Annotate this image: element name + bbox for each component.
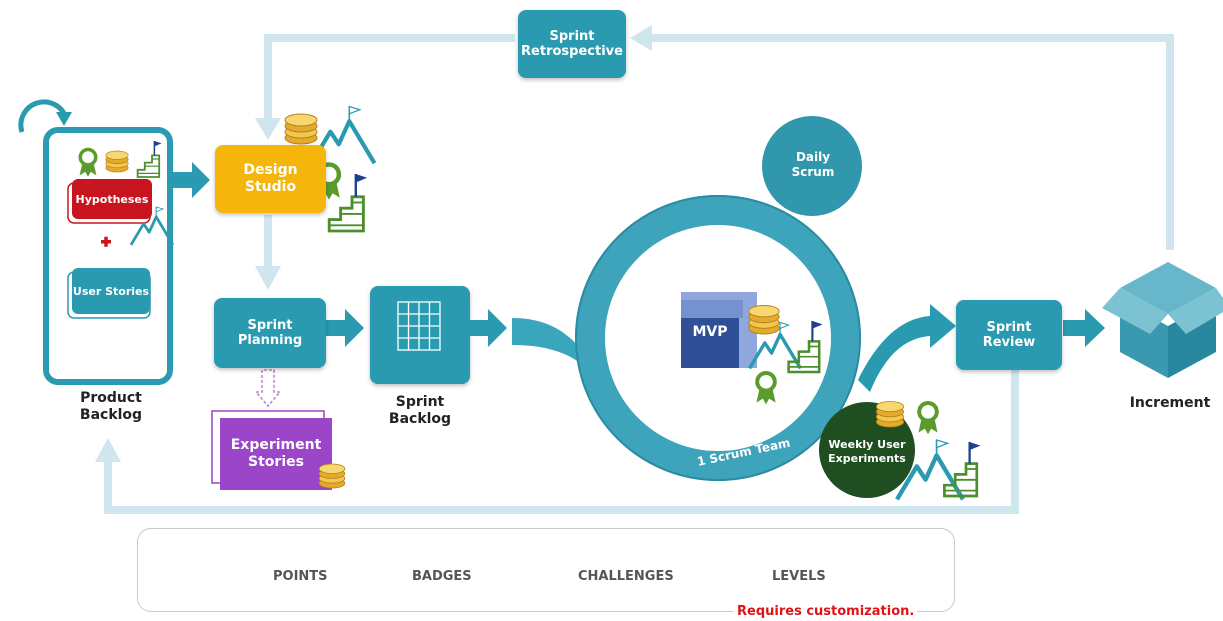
- legend-points-label: POINTS: [273, 569, 328, 584]
- design-studio-box: Design Studio: [215, 145, 326, 213]
- mvp-block: [681, 292, 757, 368]
- feedback-loops: [104, 34, 1174, 514]
- sprint-planning-label: Sprint Planning: [237, 318, 303, 348]
- hypotheses-card: [72, 179, 152, 219]
- design-studio-label: Design Studio: [243, 162, 298, 195]
- plus-icon: [101, 236, 111, 247]
- legend-box: [137, 528, 955, 612]
- user-stories-label: User Stories: [72, 284, 150, 298]
- increment-label: Increment: [1129, 395, 1211, 411]
- user-stories-label-box: User Stories: [72, 268, 150, 314]
- user-stories-card: [72, 268, 150, 314]
- scrum-cycle-ring: [575, 195, 861, 481]
- mvp-game-icons: [747, 305, 824, 405]
- sprint-backlog-label: Sprint Backlog: [388, 394, 452, 427]
- sprint-retrospective-label: Sprint Retrospective: [521, 29, 623, 59]
- experiment-stories-label: Experiment Stories: [230, 437, 322, 470]
- flow-arrows: [172, 162, 1105, 347]
- mvp-label: MVP: [692, 323, 728, 340]
- grid-icon: [397, 301, 441, 351]
- product-backlog-label: Product Backlog: [79, 390, 143, 423]
- weekly-user-experiments-label: Weekly User Experiments: [828, 438, 906, 465]
- hypotheses-label-box: Hypotheses: [72, 179, 152, 219]
- daily-scrum-label-box: Daily Scrum: [768, 140, 858, 190]
- sprint-planning-box: Sprint Planning: [214, 298, 326, 368]
- customization-note: Requires customization.: [734, 604, 918, 619]
- hypotheses-label: Hypotheses: [75, 192, 149, 206]
- sprint-retrospective-box: Sprint Retrospective: [518, 10, 626, 78]
- sprint-review-label: Sprint Review: [982, 320, 1036, 350]
- sweep-in-arrow: [512, 318, 610, 400]
- legend-challenges-label: CHALLENGES: [578, 569, 674, 584]
- legend-levels-label: LEVELS: [772, 569, 826, 584]
- legend-badges-label: BADGES: [412, 569, 472, 584]
- daily-scrum-label: Daily Scrum: [791, 150, 835, 179]
- weekly-user-experiments-label-box: Weekly User Experiments: [819, 430, 915, 474]
- mvp-label-box: MVP: [681, 322, 739, 342]
- experiment-stories-card: [220, 418, 332, 490]
- sweep-out-arrow: [858, 304, 956, 392]
- sprint-review-box: Sprint Review: [956, 300, 1062, 370]
- dashed-arrow: [254, 369, 282, 408]
- cycle-arrow-icon: [18, 99, 72, 133]
- experiment-stories-label-box: Experiment Stories: [220, 428, 332, 480]
- box-icon: [1102, 262, 1223, 378]
- daily-scrum-circle: [762, 116, 862, 216]
- feedback-arrowheads: [95, 25, 652, 462]
